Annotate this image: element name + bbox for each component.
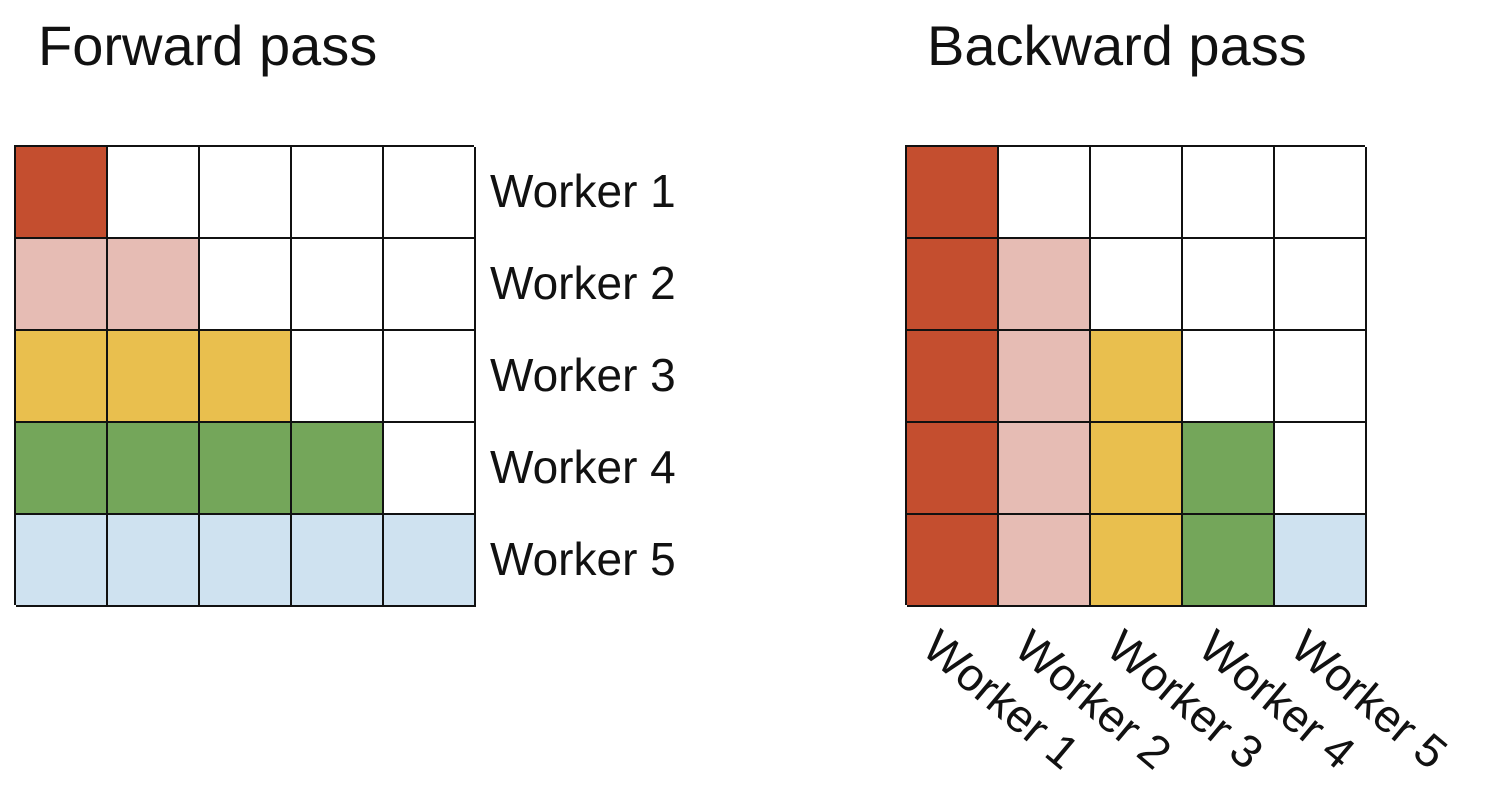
backward-cell-r4-c1 (907, 423, 999, 515)
backward-cell-r2-c2 (999, 239, 1091, 331)
forward-cell-r1-c5 (384, 147, 476, 239)
backward-cell-r4-c5 (1275, 423, 1367, 515)
forward-pass-grid (14, 145, 476, 607)
backward-cell-r3-c1 (907, 331, 999, 423)
forward-cell-r2-c4 (292, 239, 384, 331)
forward-cell-r3-c2 (108, 331, 200, 423)
forward-cell-r2-c2 (108, 239, 200, 331)
backward-cell-r3-c4 (1183, 331, 1275, 423)
forward-row-label-worker-1: Worker 1 (490, 165, 676, 217)
backward-cell-r1-c4 (1183, 147, 1275, 239)
forward-cell-r4-c3 (200, 423, 292, 515)
forward-cell-r4-c4 (292, 423, 384, 515)
forward-cell-r3-c1 (16, 331, 108, 423)
forward-row-label-worker-3: Worker 3 (490, 349, 676, 401)
backward-cell-r1-c2 (999, 147, 1091, 239)
forward-cell-r1-c4 (292, 147, 384, 239)
backward-cell-r5-c4 (1183, 515, 1275, 607)
backward-cell-r2-c4 (1183, 239, 1275, 331)
forward-cell-r1-c2 (108, 147, 200, 239)
forward-cell-r2-c5 (384, 239, 476, 331)
backward-cell-r3-c2 (999, 331, 1091, 423)
forward-cell-r4-c5 (384, 423, 476, 515)
backward-cell-r3-c3 (1091, 331, 1183, 423)
forward-row-label-worker-4: Worker 4 (490, 441, 676, 493)
backward-cell-r3-c5 (1275, 331, 1367, 423)
forward-cell-r3-c5 (384, 331, 476, 423)
backward-cell-r5-c3 (1091, 515, 1183, 607)
forward-cell-r1-c3 (200, 147, 292, 239)
backward-cell-r5-c5 (1275, 515, 1367, 607)
forward-cell-r3-c4 (292, 331, 384, 423)
backward-cell-r2-c3 (1091, 239, 1183, 331)
forward-cell-r2-c1 (16, 239, 108, 331)
forward-cell-r5-c2 (108, 515, 200, 607)
forward-cell-r2-c3 (200, 239, 292, 331)
backward-cell-r5-c1 (907, 515, 999, 607)
backward-cell-r4-c2 (999, 423, 1091, 515)
backward-cell-r4-c4 (1183, 423, 1275, 515)
backward-cell-r5-c2 (999, 515, 1091, 607)
forward-pass-title: Forward pass (38, 14, 378, 77)
forward-cell-r5-c3 (200, 515, 292, 607)
backward-cell-r1-c1 (907, 147, 999, 239)
forward-row-label-worker-5: Worker 5 (490, 533, 676, 585)
forward-cell-r3-c3 (200, 331, 292, 423)
forward-cell-r5-c1 (16, 515, 108, 607)
backward-cell-r1-c3 (1091, 147, 1183, 239)
backward-pass-title: Backward pass (927, 14, 1307, 77)
forward-row-label-worker-2: Worker 2 (490, 257, 676, 309)
forward-cell-r4-c2 (108, 423, 200, 515)
backward-cell-r2-c1 (907, 239, 999, 331)
backward-cell-r1-c5 (1275, 147, 1367, 239)
backward-pass-grid (905, 145, 1367, 607)
backward-cell-r4-c3 (1091, 423, 1183, 515)
forward-cell-r5-c5 (384, 515, 476, 607)
backward-cell-r2-c5 (1275, 239, 1367, 331)
forward-cell-r1-c1 (16, 147, 108, 239)
forward-cell-r4-c1 (16, 423, 108, 515)
forward-cell-r5-c4 (292, 515, 384, 607)
